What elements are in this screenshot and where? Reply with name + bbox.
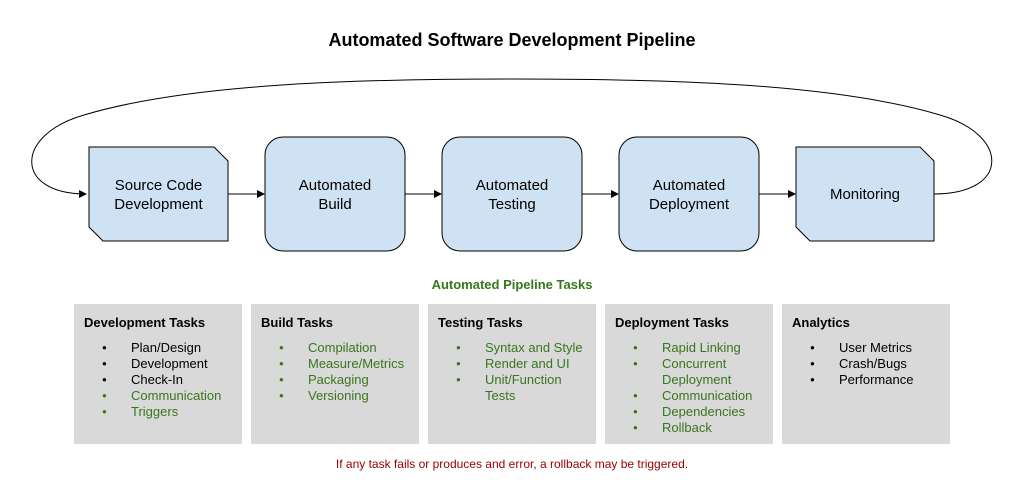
node-automated-testing: Automated Testing [441,136,583,252]
tasks-heading: Automated Pipeline Tasks [431,277,593,292]
node-automated-build-line-1: Automated [299,177,372,194]
task-item: Communication [84,388,232,404]
task-item: Render and UI [438,356,586,372]
task-item: User Metrics [792,340,940,356]
task-item: Triggers [84,404,232,420]
node-source-code-development-line-2: Development [114,196,203,213]
task-item: Measure/Metrics [261,356,409,372]
task-box-deployment: Deployment Tasks Rapid Linking Concurren… [605,304,773,444]
task-item: Performance [792,372,940,388]
task-item: Syntax and Style [438,340,586,356]
task-box-title: Analytics [792,315,850,330]
task-item: Concurrent Deployment [615,356,763,388]
node-automated-deployment-line-1: Automated [653,177,726,194]
task-list: Syntax and Style Render and UI Unit/Func… [438,340,586,404]
task-item: Crash/Bugs [792,356,940,372]
task-item: Development [84,356,232,372]
task-item: Rapid Linking [615,340,763,356]
node-monitoring-line-1: Monitoring [830,186,900,203]
task-item: Compilation [261,340,409,356]
node-automated-deployment-line-2: Deployment [649,196,730,213]
task-item: Plan/Design [84,340,232,356]
node-automated-build-line-2: Build [318,196,351,213]
pipeline-diagram: Source Code Development Automated Build … [31,78,993,252]
task-box-build: Build Tasks Compilation Measure/Metrics … [251,304,419,444]
task-box-analytics: Analytics User Metrics Crash/Bugs Perfor… [782,304,950,444]
task-item: Communication [615,388,763,404]
task-item: Packaging [261,372,409,388]
task-item: Versioning [261,388,409,404]
rollback-note: If any task fails or produces and error,… [335,457,689,471]
node-source-code-development: Source Code Development [88,146,229,242]
task-box-testing: Testing Tasks Syntax and Style Render an… [428,304,596,444]
page-title: Automated Software Development Pipeline [328,30,696,50]
node-monitoring: Monitoring [795,146,935,242]
task-box-development: Development Tasks Plan/Design Developmen… [74,304,242,444]
node-automated-build: Automated Build [264,136,406,252]
task-box-title: Build Tasks [261,315,334,330]
task-item: Dependencies [615,404,763,420]
task-list: User Metrics Crash/Bugs Performance [792,340,940,388]
task-item: Rollback [615,420,763,436]
task-list: Plan/Design Development Check-In Communi… [84,340,232,420]
task-box-title: Development Tasks [84,315,206,330]
task-box-title: Testing Tasks [438,315,523,330]
node-automated-deployment: Automated Deployment [618,136,760,252]
task-item: Check-In [84,372,232,388]
task-box-title: Deployment Tasks [615,315,729,330]
node-automated-testing-line-2: Testing [488,196,536,213]
feedback-loop-arrow [31,78,993,198]
node-source-code-development-line-1: Source Code [115,177,203,194]
task-item: Unit/Function Tests [438,372,586,404]
node-automated-testing-line-1: Automated [476,177,549,194]
task-list: Rapid Linking Concurrent Deployment Comm… [615,340,763,436]
task-list: Compilation Measure/Metrics Packaging Ve… [261,340,409,404]
